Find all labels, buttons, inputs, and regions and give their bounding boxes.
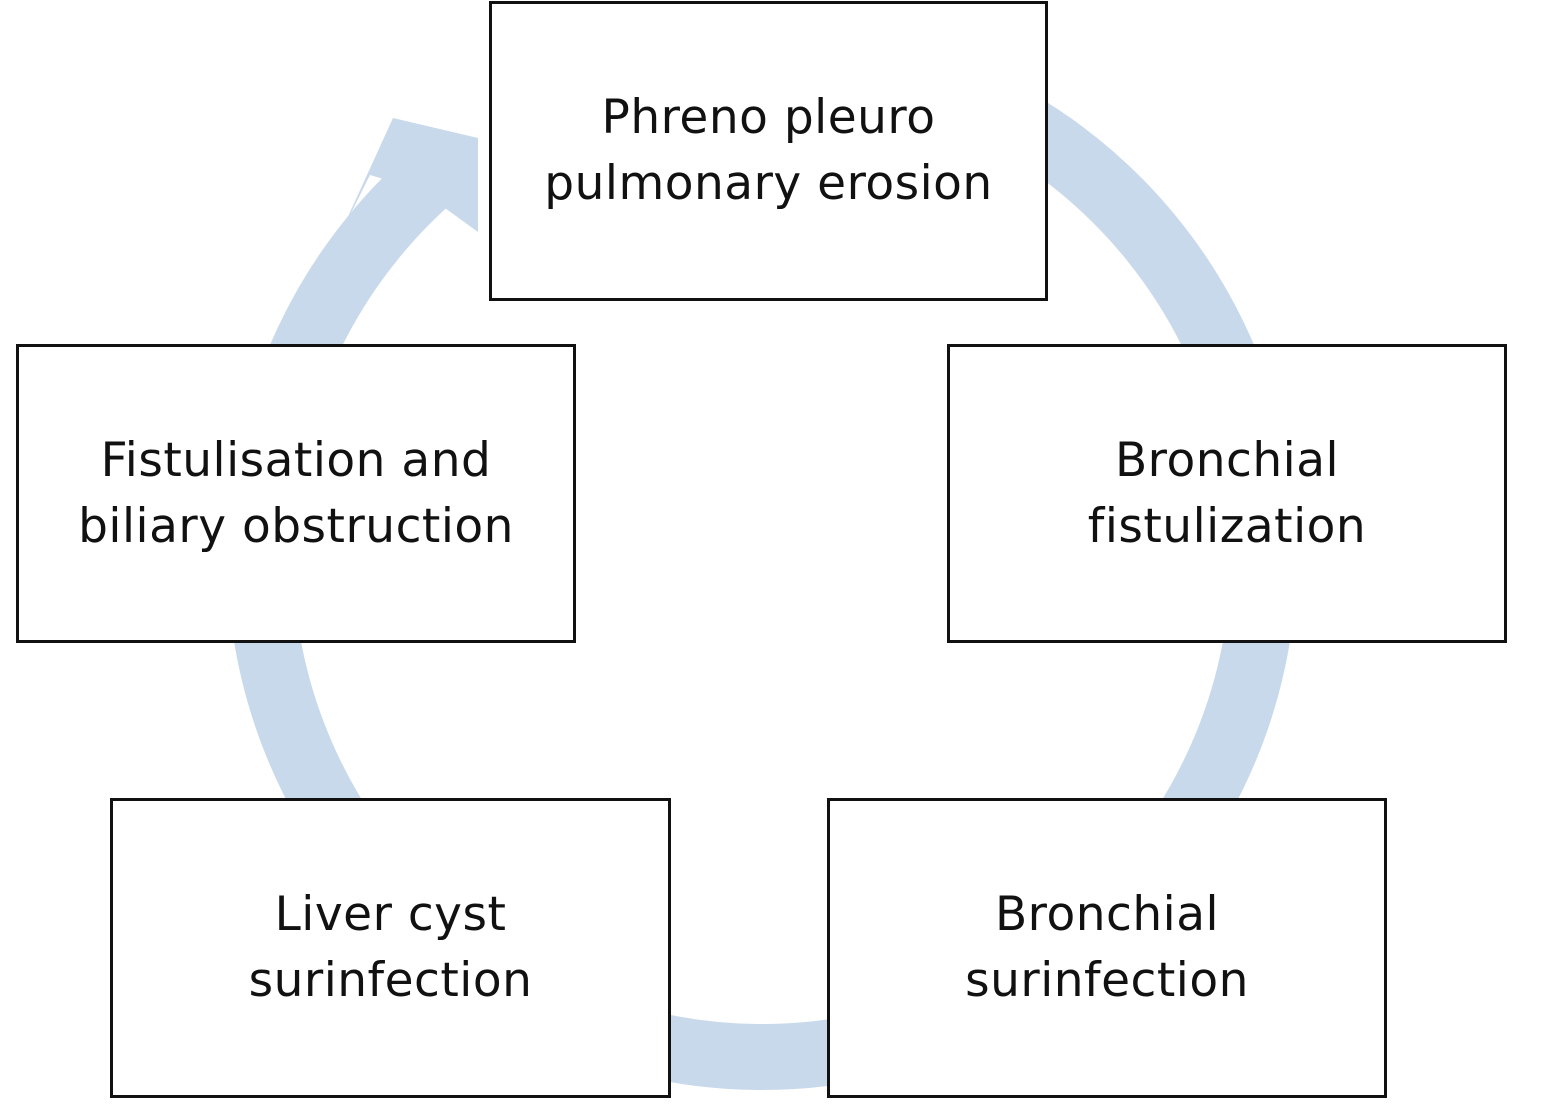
node-label: Liver cyst surinfection — [248, 887, 533, 1008]
node-fistulisation-biliary-obstruction: Fistulisation and biliary obstruction — [16, 344, 576, 643]
node-label: Fistulisation and biliary obstruction — [78, 432, 514, 554]
node-bronchial-fistulization: Bronchial fistulization — [947, 344, 1507, 643]
node-label: Phreno pleuro pulmonary erosion — [544, 90, 993, 211]
node-liver-cyst-surinfection: Liver cyst surinfection — [110, 798, 671, 1098]
node-label: Bronchial surinfection — [965, 887, 1249, 1008]
node-phreno-pleuro-pulmonary-erosion: Phreno pleuro pulmonary erosion — [489, 1, 1048, 301]
node-label: Bronchial fistulization — [1087, 432, 1367, 554]
node-bronchial-surinfection: Bronchial surinfection — [827, 798, 1387, 1098]
arrowhead-icon — [335, 118, 478, 245]
